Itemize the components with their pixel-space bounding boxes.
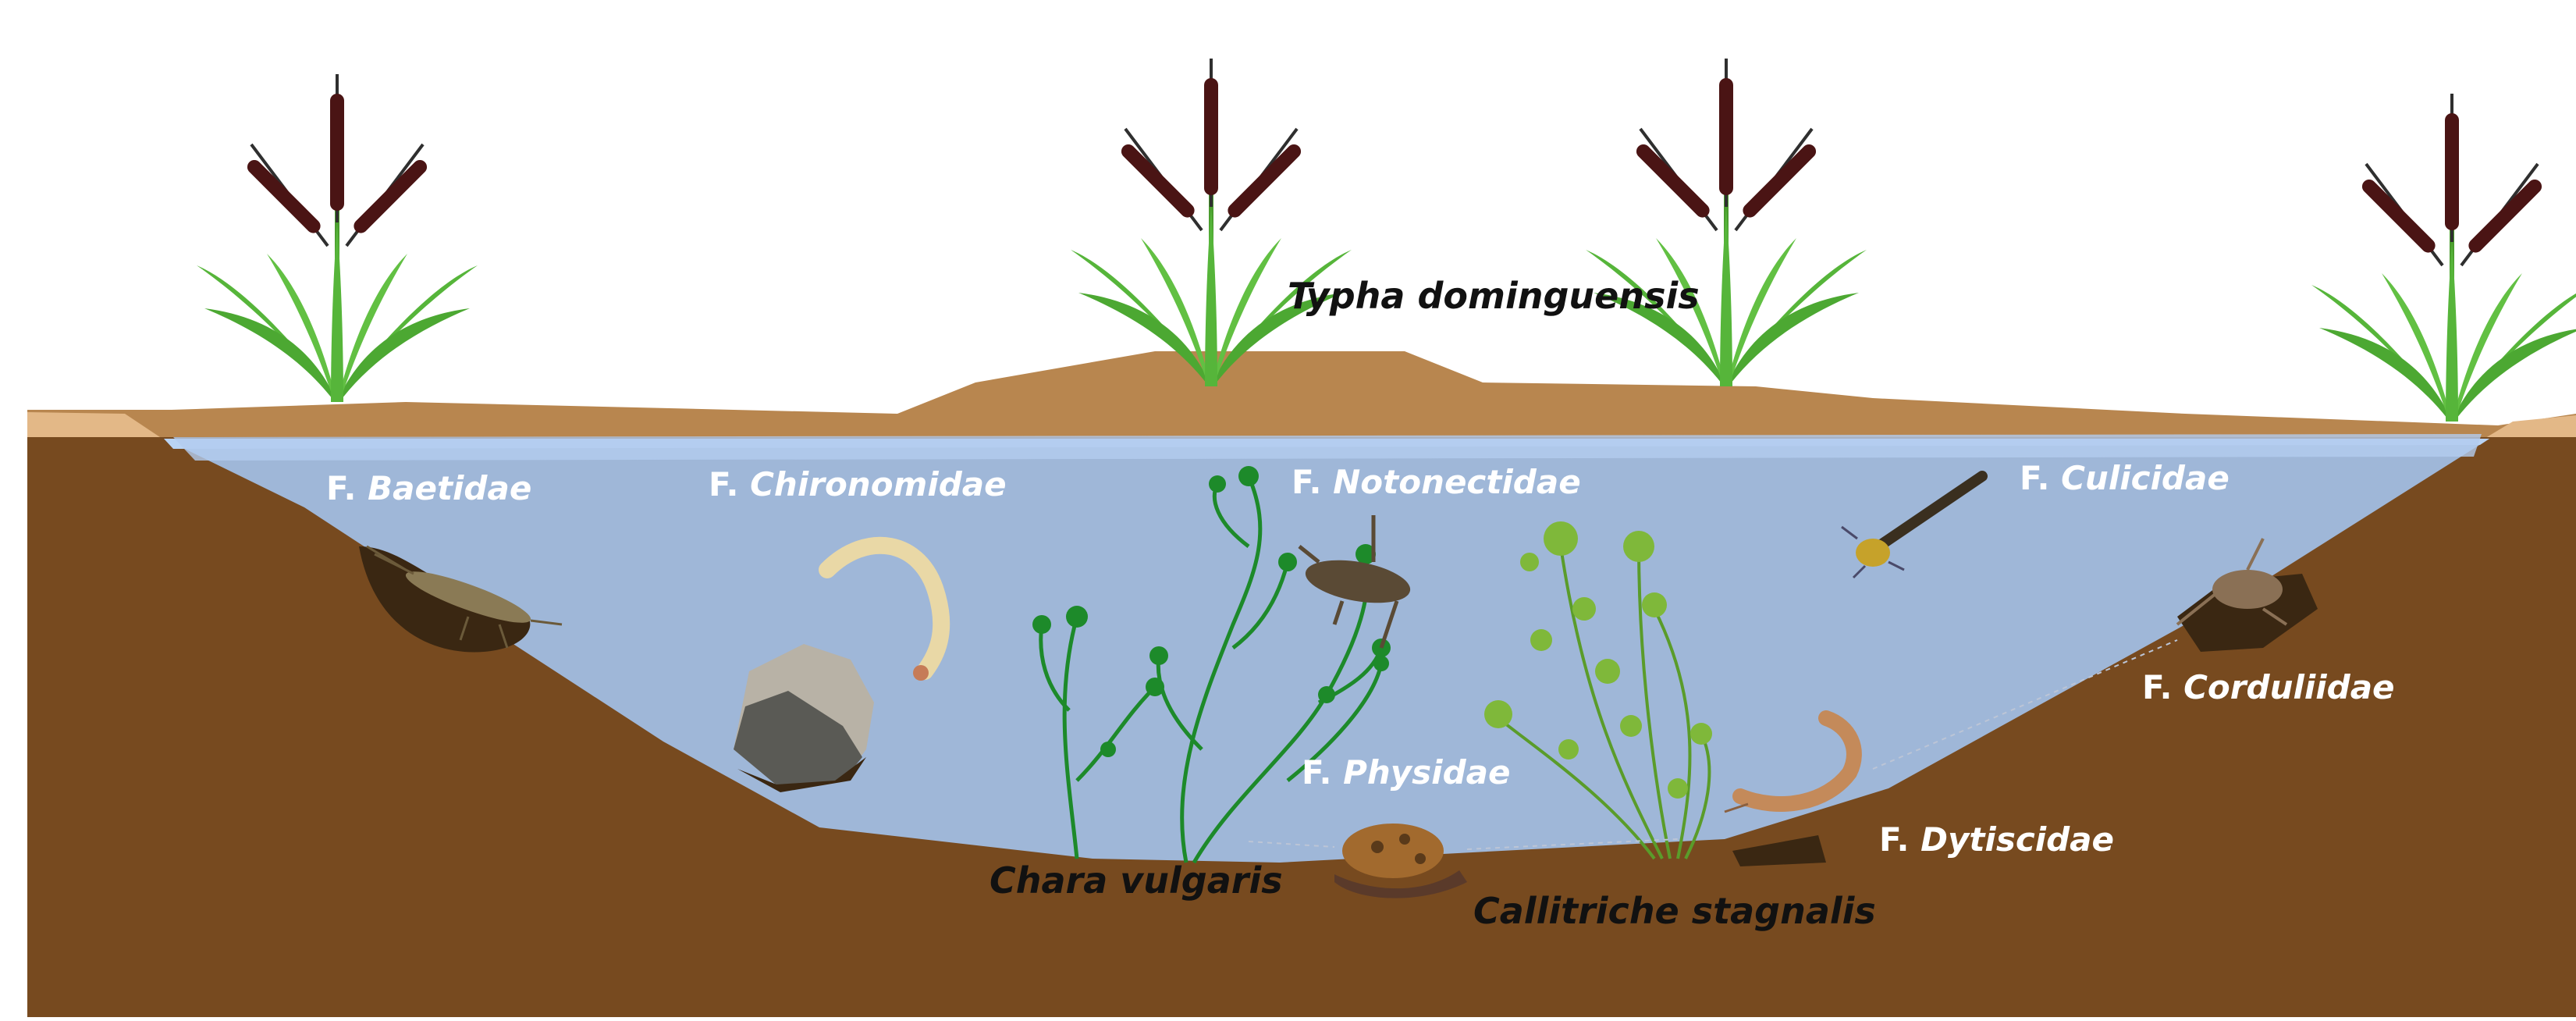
label-callitriche-stagnalis: Callitriche stagnalis [1473, 890, 1876, 932]
water-surface-band [173, 434, 2482, 461]
label-chironomidae: F. Chironomidae [709, 465, 1007, 503]
label-chara-vulgaris: Chara vulgaris [990, 859, 1283, 902]
label-culicidae: F. Culicidae [2020, 459, 2230, 497]
label-baetidae: F. Baetidae [326, 469, 531, 507]
label-notonectidae: F. Notonectidae [1292, 463, 1581, 501]
label-dytiscidae: F. Dytiscidae [1879, 820, 2114, 859]
label-typha-dominguensis: Typha dominguensis [1288, 275, 1700, 317]
label-corduliidae: F. Corduliidae [2142, 668, 2395, 706]
label-physidae: F. Physidae [1302, 753, 1510, 792]
